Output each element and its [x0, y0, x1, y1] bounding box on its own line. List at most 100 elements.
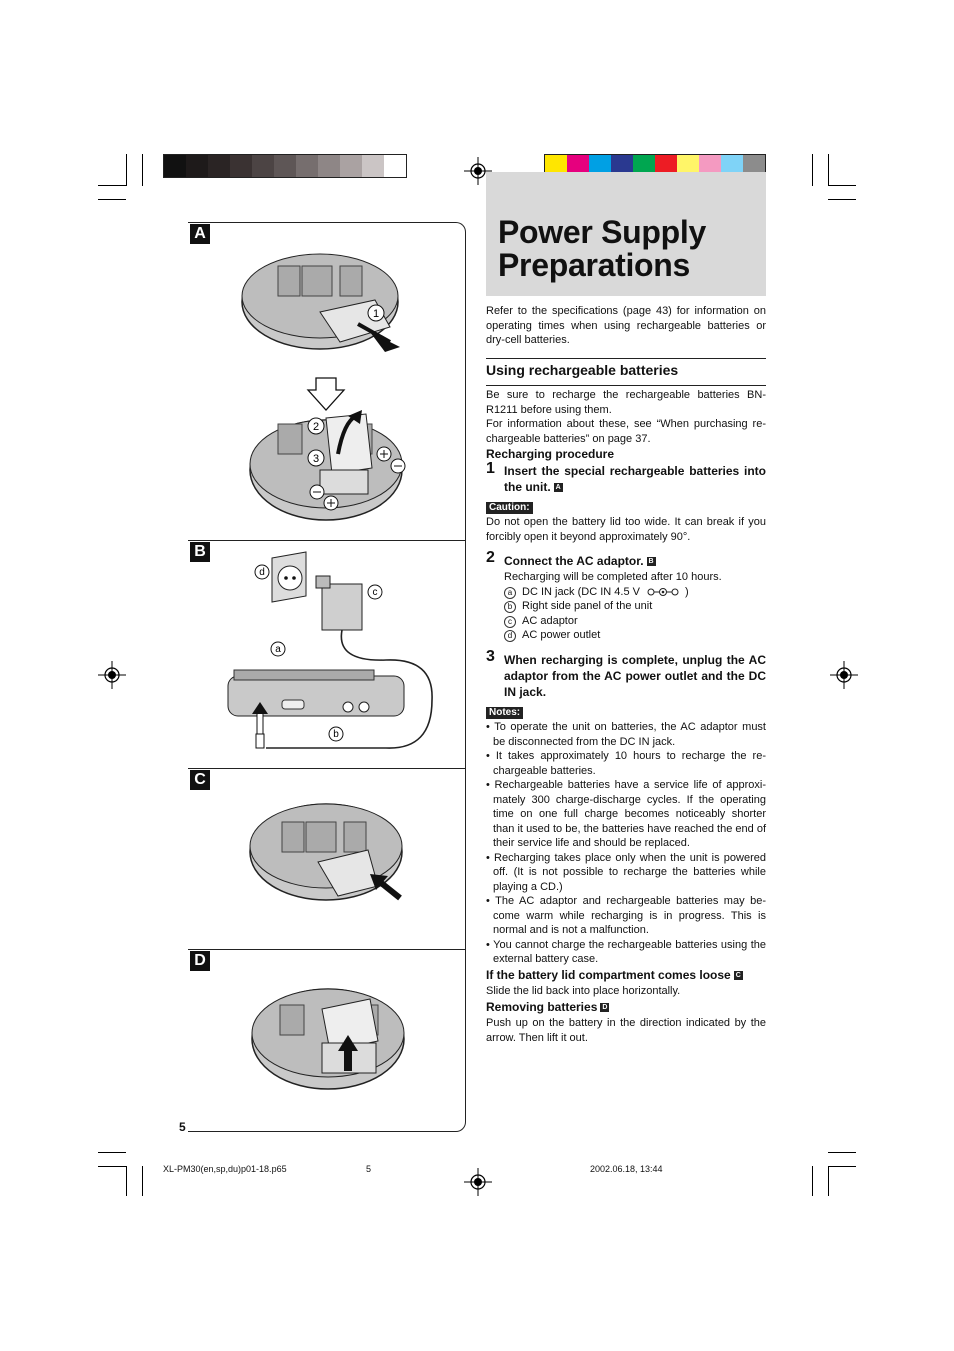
- ac-adaptor-connection-illustration: [227, 551, 433, 749]
- color-calibration-bar: [544, 154, 766, 178]
- crop-mark: [828, 185, 856, 186]
- caution-tag: Caution:: [486, 502, 533, 514]
- figure-ref-icon: A: [553, 483, 563, 493]
- step-2-text: Connect the AC adaptor.B: [504, 553, 766, 569]
- note-item: • It takes approximately 10 hours to rec…: [486, 750, 766, 777]
- registration-target-icon: [464, 157, 492, 185]
- crop-mark: [812, 154, 813, 186]
- panel-divider: [188, 949, 465, 950]
- figure-label-c: C: [190, 770, 210, 790]
- title-line-1: Power Supply: [498, 214, 706, 250]
- footer-file: XL-PM30(en,sp,du)p01-18.p65: [163, 1164, 287, 1174]
- footer-page: 5: [366, 1164, 372, 1174]
- svg-text:3: 3: [313, 453, 319, 465]
- detail-item-text: Right side panel of the unit: [522, 600, 653, 612]
- callout-a: a: [270, 641, 286, 657]
- figure-ref-icon: D: [600, 1003, 610, 1013]
- registration-target-icon: [830, 661, 858, 689]
- figure-panel: [188, 222, 466, 1132]
- intro-text: Refer to the specifications (page 43) fo…: [486, 305, 766, 346]
- callout-c: c: [367, 584, 383, 600]
- note-item: • You cannot charge the rechargeable bat…: [486, 938, 766, 966]
- color-swatch: [699, 155, 721, 177]
- figure-label-b: B: [190, 542, 210, 562]
- color-swatch: [296, 155, 318, 177]
- color-swatch: [743, 155, 765, 177]
- color-swatch: [721, 155, 743, 177]
- cd-player-slide-lid-illustration: [249, 803, 403, 901]
- crop-mark: [98, 185, 126, 186]
- crop-mark: [126, 1166, 127, 1196]
- color-swatch: [362, 155, 384, 177]
- callout-2: 2: [307, 417, 325, 435]
- section-heading: Using rechargeable batteries: [486, 362, 679, 378]
- circled-letter: d: [504, 630, 516, 642]
- crop-mark: [828, 1166, 829, 1196]
- section-rule: [486, 358, 766, 359]
- section-paragraph: For information about these, see “When p…: [486, 418, 766, 445]
- crop-mark: [98, 199, 126, 200]
- crop-mark: [812, 1166, 813, 1196]
- note-item: • Rechargeable batteries have a service …: [486, 779, 766, 849]
- color-swatch: [274, 155, 296, 177]
- figure-ref-icon: C: [733, 971, 743, 981]
- crop-mark: [142, 154, 143, 186]
- color-swatch: [611, 155, 633, 177]
- figure-label-a: A: [190, 224, 210, 244]
- crop-mark: [828, 154, 829, 186]
- crop-mark: [98, 1152, 126, 1153]
- figure-label-d: D: [190, 951, 210, 971]
- panel-divider: [188, 768, 465, 769]
- circled-letter: a: [504, 586, 516, 599]
- removing-text: Push up on the battery in the direction …: [486, 1017, 766, 1044]
- color-swatch: [340, 155, 362, 177]
- step-number: 3: [486, 648, 495, 665]
- note-item: • To operate the unit on batteries, the …: [486, 721, 766, 748]
- step-number: 2: [486, 549, 495, 566]
- step-1-text: Insert the special rechargeable batterie…: [504, 463, 766, 495]
- notes-list: • To operate the unit on batteries, the …: [486, 720, 766, 967]
- footer-date: 2002.06.18, 13:44: [590, 1164, 663, 1174]
- crop-mark: [126, 154, 127, 186]
- crop-mark: [142, 1166, 143, 1196]
- color-swatch: [252, 155, 274, 177]
- svg-text:b: b: [333, 729, 339, 740]
- color-swatch: [230, 155, 252, 177]
- title-line-2: Preparations: [498, 247, 691, 283]
- color-swatch: [164, 155, 186, 177]
- color-swatch: [186, 155, 208, 177]
- registration-target-icon: [98, 661, 126, 689]
- callout-1: 1: [367, 304, 385, 322]
- registration-target-icon: [464, 1168, 492, 1196]
- cd-player-battery-lid-illustration: [241, 253, 400, 352]
- color-swatch: [677, 155, 699, 177]
- color-swatch: [318, 155, 340, 177]
- svg-text:1: 1: [373, 308, 379, 320]
- color-swatch: [655, 155, 677, 177]
- down-arrow-icon: [306, 377, 346, 411]
- step-2-detail: Recharging will be completed after 10 ho…: [504, 570, 722, 643]
- color-swatch: [589, 155, 611, 177]
- detail-item-text: DC IN jack (DC IN 4.5 V: [522, 585, 640, 598]
- panel-divider: [188, 540, 465, 541]
- figure-ref-icon: B: [646, 557, 656, 567]
- removing-heading-label: Removing batteries: [486, 1000, 598, 1014]
- svg-text:a: a: [275, 644, 281, 655]
- svg-text:2: 2: [313, 421, 319, 433]
- page-number: 5: [179, 1120, 186, 1134]
- section-rule: [486, 385, 766, 386]
- crop-mark: [828, 1152, 856, 1153]
- callout-3: 3: [307, 449, 325, 467]
- color-swatch: [384, 155, 406, 177]
- caution-text: Do not open the battery lid too wide. It…: [486, 516, 766, 543]
- color-swatch: [545, 155, 567, 177]
- page-title: Power Supply Preparations: [498, 216, 706, 282]
- step-1-label: Insert the special rechargeable batterie…: [504, 464, 766, 494]
- title-box: Power Supply Preparations: [486, 172, 766, 296]
- note-item: • The AC adaptor and rechargeable batter…: [486, 895, 766, 936]
- step-number: 1: [486, 460, 495, 477]
- crop-mark: [828, 1166, 856, 1167]
- step-3-text: When recharging is complete, unplug the …: [504, 653, 766, 699]
